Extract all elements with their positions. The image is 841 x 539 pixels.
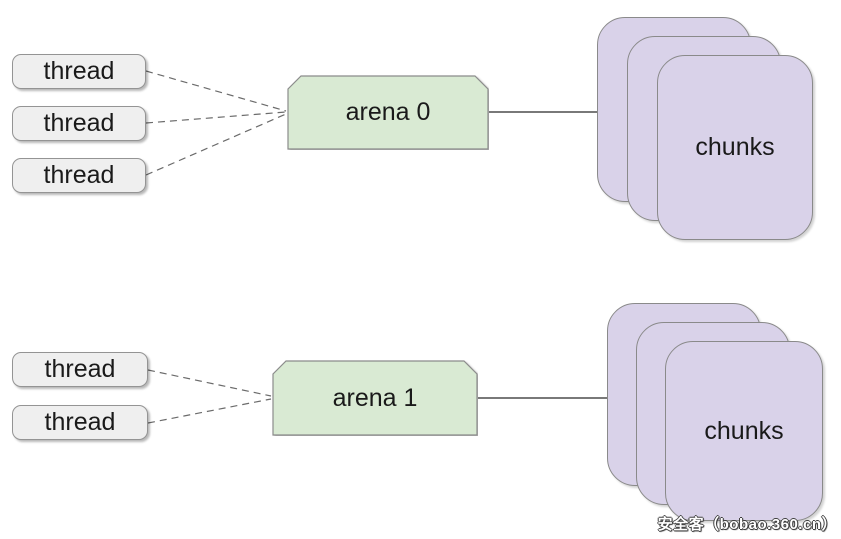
chunks-label: chunks [704, 416, 784, 445]
arena-node: arena 0 [287, 75, 489, 150]
thread-label: thread [43, 161, 115, 189]
thread-node: thread [12, 54, 146, 89]
arena0-dashed-connectors [145, 70, 287, 176]
chunk-card-front: chunks [665, 341, 823, 521]
thread-label: thread [44, 408, 116, 436]
arena-label: arena 1 [332, 383, 418, 412]
thread-node: thread [12, 352, 148, 387]
watermark: 安全客（bobao.360.cn） [657, 516, 837, 533]
thread-node: thread [12, 106, 146, 141]
chunks-label: chunks [695, 133, 775, 161]
arena-shape [272, 360, 478, 436]
arena-label: arena 0 [345, 98, 431, 126]
chunk-card-front: chunks [657, 55, 813, 240]
thread-node: thread [12, 405, 148, 440]
arena-shape [287, 75, 489, 150]
thread-label: thread [44, 355, 116, 383]
arena1-dashed-connectors [147, 369, 272, 424]
thread-label: thread [43, 109, 115, 137]
thread-label: thread [43, 57, 115, 85]
thread-node: thread [12, 158, 146, 193]
arena-node: arena 1 [272, 360, 478, 436]
